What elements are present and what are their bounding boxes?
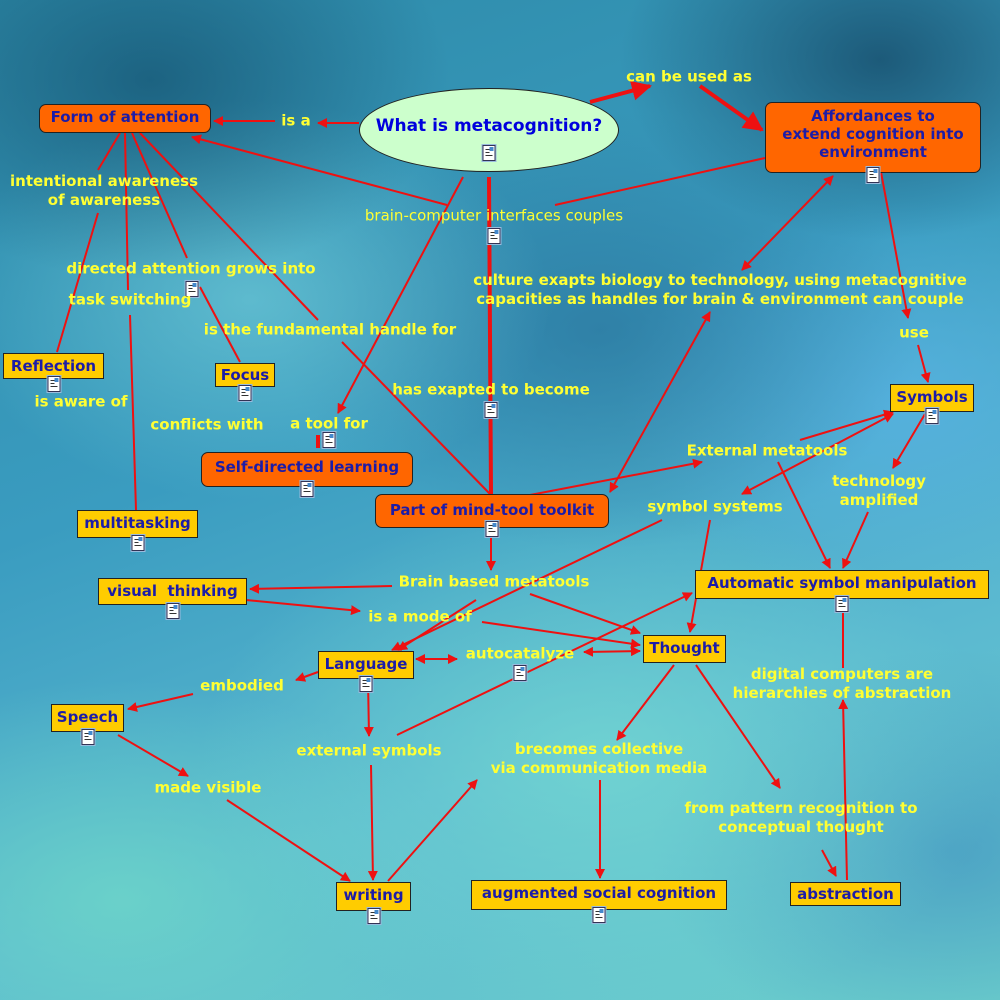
link-label-embodied: embodied — [200, 676, 284, 695]
document-icon[interactable] — [592, 907, 606, 923]
concept-label: augmented social cognition — [481, 884, 717, 902]
concept-focus[interactable]: Focus — [215, 363, 275, 401]
concept-label: Symbols — [896, 388, 968, 406]
document-icon[interactable] — [485, 521, 499, 537]
document-icon[interactable] — [866, 167, 880, 183]
concept-label: Focus — [220, 366, 270, 384]
link-label-directed-attention: directed attention grows into — [66, 259, 316, 278]
link-label-brain-based-metatools: Brain based metatools — [398, 572, 590, 591]
concept-label: Self-directed learning — [214, 458, 400, 476]
link-label-external-symbols: external symbols — [296, 741, 442, 760]
document-icon[interactable] — [238, 385, 252, 401]
concept-multitasking[interactable]: multitasking — [77, 510, 198, 551]
concept-augmented-social-cognition[interactable]: augmented social cognition — [471, 880, 727, 923]
concept-symbols[interactable]: Symbols — [890, 384, 974, 424]
concept-visual-thinking[interactable]: visual thinking — [98, 578, 247, 619]
link-label-made-visible: made visible — [154, 778, 262, 797]
concept-label: Speech — [56, 708, 119, 726]
document-icon[interactable] — [166, 603, 179, 619]
link-label-is-a: is a — [281, 111, 311, 130]
link-label-symbol-systems: symbol systems — [647, 497, 783, 516]
concept-label: abstraction — [797, 885, 894, 903]
concept-label: Affordances to extend cognition into env… — [782, 107, 964, 161]
document-icon[interactable] — [484, 402, 498, 418]
link-label-is-a-mode-of: is a mode of — [368, 607, 472, 626]
concept-what-is-metacognition[interactable]: What is metacognition? — [359, 88, 619, 172]
concept-affordances[interactable]: Affordances to extend cognition into env… — [765, 102, 981, 183]
document-icon[interactable] — [185, 281, 199, 297]
concept-label: writing — [343, 886, 404, 904]
document-icon[interactable] — [81, 729, 94, 745]
concept-label: visual thinking — [107, 582, 238, 600]
concept-self-directed-learning[interactable]: Self-directed learning — [201, 452, 413, 497]
document-icon[interactable] — [482, 145, 496, 161]
concept-label: Thought — [649, 639, 720, 657]
link-label-technology-amplified: technology amplified — [832, 472, 926, 509]
document-icon[interactable] — [300, 481, 314, 497]
concept-language[interactable]: Language — [318, 651, 414, 692]
concept-label: multitasking — [84, 514, 191, 532]
document-icon[interactable] — [367, 908, 380, 924]
concept-reflection[interactable]: Reflection — [3, 353, 104, 392]
concept-label: Language — [324, 655, 408, 673]
document-icon[interactable] — [835, 596, 849, 612]
document-icon[interactable] — [359, 676, 373, 692]
concept-speech[interactable]: Speech — [51, 704, 124, 745]
document-icon[interactable] — [47, 376, 60, 392]
concept-form-of-attention[interactable]: Form of attention — [39, 104, 211, 133]
concept-thought[interactable]: Thought — [643, 635, 726, 663]
concept-automatic-symbol-manipulation[interactable]: Automatic symbol manipulation — [695, 570, 989, 612]
link-label-digital-computers: digital computers are hierarchies of abs… — [732, 665, 952, 702]
concept-label: Reflection — [10, 357, 97, 375]
link-label-external-metatools: External metatools — [686, 441, 848, 460]
concept-mind-tool-toolkit[interactable]: Part of mind-tool toolkit — [375, 494, 609, 537]
document-icon[interactable] — [131, 535, 144, 551]
document-icon[interactable] — [513, 665, 527, 681]
link-label-brain-computer: brain-computer interfaces couples — [364, 206, 624, 225]
link-label-a-tool-for: a tool for — [290, 414, 368, 433]
document-icon[interactable] — [487, 228, 501, 244]
concept-label: Form of attention — [50, 108, 200, 126]
link-label-conflicts-with: conflicts with — [150, 415, 264, 434]
concept-writing[interactable]: writing — [336, 882, 411, 924]
concept-abstraction[interactable]: abstraction — [790, 882, 901, 906]
document-icon[interactable] — [322, 432, 336, 448]
concept-label: Automatic symbol manipulation — [707, 574, 977, 592]
link-label-intentional-awareness: intentional awareness of awareness — [9, 172, 199, 209]
link-label-task-switching: task switching — [68, 290, 192, 309]
link-label-pattern-recognition: from pattern recognition to conceptual t… — [684, 799, 918, 836]
document-icon[interactable] — [925, 408, 939, 424]
link-label-can-be-used-as: can be used as — [626, 67, 752, 86]
link-label-is-aware-of: is aware of — [34, 392, 128, 411]
concept-label: Part of mind-tool toolkit — [389, 501, 595, 519]
link-label-becomes-collective: brecomes collective via communication me… — [490, 740, 708, 777]
link-label-fundamental-handle: is the fundamental handle for — [203, 320, 457, 339]
link-label-use: use — [899, 323, 929, 342]
link-label-culture-exapts: culture exapts biology to technology, us… — [473, 271, 967, 308]
link-label-autocatalyze: autocatalyze — [465, 644, 575, 663]
link-label-has-exapted: has exapted to become — [392, 380, 590, 399]
concept-label: What is metacognition? — [375, 116, 603, 136]
